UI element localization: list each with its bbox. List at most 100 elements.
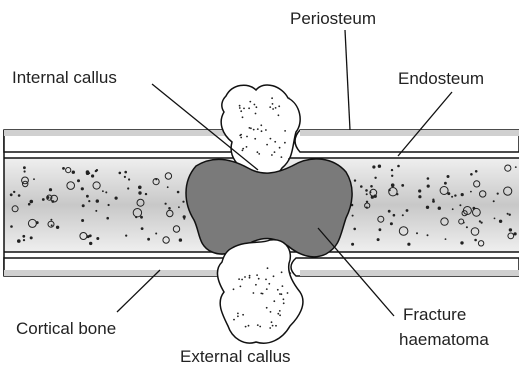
marrow-dot xyxy=(432,200,435,203)
marrow-dot xyxy=(427,185,430,188)
marrow-dot xyxy=(145,193,147,195)
marrow-dot xyxy=(183,218,185,220)
callus-dot xyxy=(244,276,246,278)
marrow-dot xyxy=(115,197,118,200)
callus-dot xyxy=(288,158,290,160)
marrow-dot xyxy=(42,198,45,201)
callus-dot xyxy=(277,313,279,315)
marrow-dot xyxy=(470,191,472,193)
marrow-dot xyxy=(96,199,99,202)
marrow-dot xyxy=(360,185,363,188)
label-fracture-line1: Fracture xyxy=(403,305,466,324)
leader-periosteum xyxy=(345,30,350,130)
callus-dot xyxy=(267,267,269,269)
marrow-dot xyxy=(81,219,84,222)
marrow-dot xyxy=(182,201,184,203)
marrow-dot xyxy=(401,184,404,187)
marrow-dot xyxy=(461,193,464,196)
callus-dot xyxy=(249,101,251,103)
callus-dot xyxy=(240,110,242,112)
marrow-dot xyxy=(81,187,84,190)
marrow-dot xyxy=(23,239,25,241)
callus-dot xyxy=(243,108,245,110)
callus-dot xyxy=(260,124,262,126)
marrow-dot xyxy=(56,226,59,229)
marrow-dot xyxy=(366,193,368,195)
marrow-dot xyxy=(393,214,396,217)
marrow-dot xyxy=(493,200,495,202)
marrow-dot xyxy=(406,209,409,212)
callus-dot xyxy=(241,279,243,281)
marrow-dot xyxy=(460,241,463,244)
marrow-dot xyxy=(141,227,144,230)
marrow-dot xyxy=(353,228,356,231)
marrow-dot xyxy=(119,172,122,175)
callus-dot xyxy=(237,313,239,315)
callus-dot xyxy=(233,288,235,290)
marrow-dot xyxy=(178,206,180,208)
marrow-dot xyxy=(397,165,400,168)
marrow-dot xyxy=(470,173,473,176)
marrow-dot xyxy=(388,210,391,213)
marrow-dot xyxy=(96,237,99,240)
marrow-dot xyxy=(10,225,13,228)
marrow-dot xyxy=(402,214,404,216)
callus-dot xyxy=(265,279,267,281)
marrow-dot xyxy=(479,220,481,222)
marrow-dot xyxy=(108,204,110,206)
marrow-dot xyxy=(168,207,171,210)
callus-dot xyxy=(256,274,258,276)
marrow-dot xyxy=(165,203,167,205)
marrow-dot xyxy=(354,179,356,181)
callus-dot xyxy=(238,278,240,280)
callus-dot xyxy=(239,107,241,109)
marrow-dot xyxy=(466,226,468,228)
callus-dot xyxy=(255,113,257,115)
marrow-dot xyxy=(418,195,421,198)
callus-dot xyxy=(287,292,289,294)
callus-dot xyxy=(275,325,277,327)
marrow-dot xyxy=(378,165,381,168)
marrow-dot xyxy=(72,171,75,174)
callus-dot xyxy=(254,138,256,140)
marrow-dot xyxy=(444,182,447,185)
callus-dot xyxy=(248,325,250,327)
marrow-dot xyxy=(89,242,92,245)
callus-dot xyxy=(289,272,291,274)
marrow-dot xyxy=(128,178,130,180)
label-cortical-bone: Cortical bone xyxy=(16,319,116,338)
marrow-dot xyxy=(515,166,517,168)
marrow-dot xyxy=(17,239,21,243)
marrow-dot xyxy=(18,194,21,197)
marrow-dot xyxy=(451,196,453,198)
callus-dot xyxy=(242,150,244,152)
marrow-dot xyxy=(177,191,180,194)
marrow-dot xyxy=(102,190,104,192)
marrow-dot xyxy=(33,178,35,180)
callus-dot xyxy=(253,129,255,131)
marrow-dot xyxy=(95,210,97,212)
callus-dot xyxy=(260,293,262,295)
marrow-dot xyxy=(452,208,454,210)
callus-dot xyxy=(246,146,248,148)
callus-dot xyxy=(261,130,263,132)
callus-dot xyxy=(282,285,284,287)
marrow-dot xyxy=(10,193,13,196)
periosteum-band-left xyxy=(4,130,228,136)
callus-dot xyxy=(279,147,281,149)
callus-dot xyxy=(249,277,251,279)
callus-dot xyxy=(283,302,285,304)
callus-dot xyxy=(272,103,274,105)
callus-dot xyxy=(275,107,277,109)
marrow-dot xyxy=(374,177,376,179)
callus-dot xyxy=(269,106,271,108)
marrow-dot xyxy=(24,170,26,172)
marrow-dot xyxy=(377,238,380,241)
callus-dot xyxy=(249,127,251,129)
marrow-dot xyxy=(351,243,354,246)
callus-dot xyxy=(258,153,260,155)
marrow-dot xyxy=(140,216,143,219)
callus-dot xyxy=(259,326,261,328)
callus-dot xyxy=(283,298,285,300)
